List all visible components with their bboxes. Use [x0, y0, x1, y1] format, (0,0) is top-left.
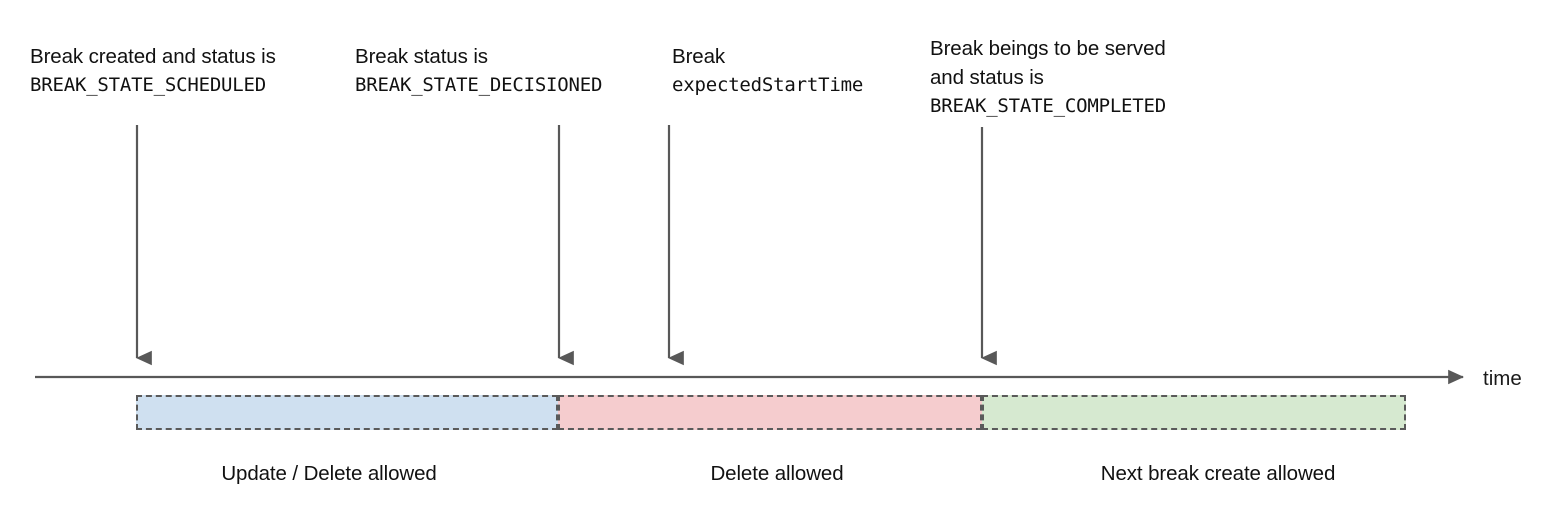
time-axis-label: time — [1483, 367, 1522, 390]
annotation-line-2: and status is — [930, 66, 1044, 89]
phase-bar-update-delete — [136, 395, 558, 430]
annotation-line-2: BREAK_STATE_DECISIONED — [355, 74, 603, 96]
phase-caption-delete-only: Delete allowed — [710, 462, 844, 485]
annotation-line-1: Break beings to be served — [930, 37, 1166, 60]
phase-bar-next-break-create — [982, 395, 1406, 430]
event-annotation-decisioned: Break status is BREAK_STATE_DECISIONED — [355, 42, 602, 100]
annotation-line-1: Break status is — [355, 45, 488, 68]
event-annotation-scheduled: Break created and status is BREAK_STATE_… — [30, 42, 276, 100]
annotation-line-3: BREAK_STATE_COMPLETED — [930, 95, 1167, 117]
phase-caption-next-break-create: Next break create allowed — [1100, 462, 1336, 485]
phase-caption-update-delete: Update / Delete allowed — [221, 462, 437, 485]
event-annotation-expected-start-time: Break expectedStartTime — [672, 42, 863, 100]
annotation-line-1: Break created and status is — [30, 45, 276, 68]
annotation-line-2: expectedStartTime — [672, 74, 864, 96]
annotation-line-2: BREAK_STATE_SCHEDULED — [30, 74, 267, 96]
annotation-line-1: Break — [672, 45, 726, 68]
phase-bar-delete-only — [558, 395, 982, 430]
event-annotation-completed: Break beings to be served and status is … — [930, 34, 1166, 121]
